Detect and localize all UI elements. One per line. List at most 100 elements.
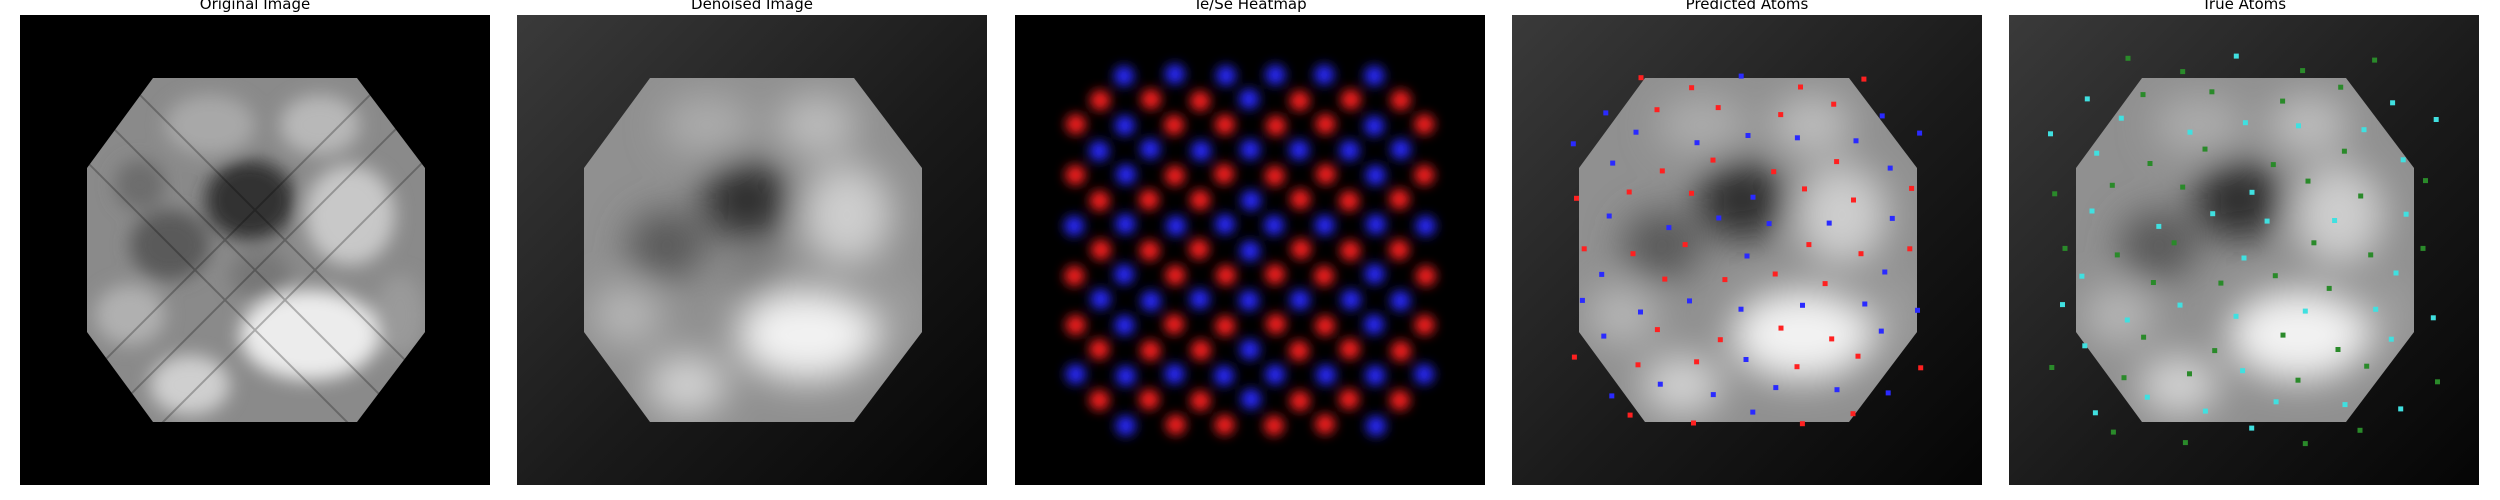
- predicted-atom-marker: [1682, 242, 1688, 248]
- predicted-atom-marker: [1915, 307, 1920, 313]
- predicted-atom-marker: [1778, 112, 1784, 118]
- heatmap-se-spot: [1239, 290, 1259, 311]
- true-atom-marker: [2218, 280, 2224, 286]
- predicted-atom-marker: [1907, 246, 1913, 252]
- heatmap-se-spot: [1114, 115, 1135, 136]
- true-atom-marker: [2249, 189, 2255, 195]
- true-atom-marker: [2118, 115, 2124, 121]
- true-atom-marker: [2264, 218, 2270, 224]
- heatmap-te-spot: [1315, 164, 1336, 185]
- true-atom-marker: [2209, 89, 2215, 95]
- true-atom-marker: [2280, 98, 2286, 104]
- predicted-atom-marker: [1800, 302, 1805, 308]
- predicted-atom-marker: [1689, 85, 1695, 91]
- predicted-atom-marker: [1745, 133, 1751, 138]
- predicted-atom-marker: [1772, 271, 1778, 277]
- heatmap-te-spot: [1139, 389, 1160, 410]
- heatmap-te-spot: [1339, 191, 1360, 211]
- heatmap-se-spot: [1140, 291, 1161, 311]
- true-atom-marker: [2338, 84, 2344, 90]
- true-atom-marker: [2124, 317, 2130, 323]
- predicted-atom-marker: [1609, 393, 1615, 399]
- heatmap-te-spot: [1139, 189, 1159, 210]
- predicted-atom-marker: [1855, 353, 1861, 359]
- heatmap-se-spot: [1214, 365, 1234, 386]
- true-atom-marker: [2326, 285, 2332, 291]
- true-atom-marker: [2242, 120, 2248, 126]
- true-atom-marker: [2052, 191, 2058, 197]
- predicted-atom-marker: [1834, 159, 1840, 165]
- predicted-atom-marker: [1806, 242, 1812, 248]
- true-atom-marker: [2156, 223, 2162, 229]
- heatmap-te-spot: [1190, 189, 1211, 210]
- true-atom-marker: [2141, 334, 2147, 340]
- heatmap-te-spot: [1266, 314, 1286, 334]
- heatmap-se-spot: [1414, 364, 1435, 385]
- true-atom-marker: [2049, 365, 2055, 370]
- predicted-atom-marker: [1862, 301, 1868, 307]
- heatmap-te-spot: [1215, 316, 1236, 336]
- heatmap-te-spot: [1140, 340, 1161, 361]
- predicted-atom-marker: [1691, 420, 1696, 426]
- heatmap-se-spot: [1364, 116, 1385, 136]
- predicted-atom-marker: [1581, 246, 1587, 252]
- predicted-atom-marker: [1861, 76, 1867, 82]
- true-atom-marker: [2332, 218, 2338, 223]
- true-atom-marker: [2202, 146, 2208, 152]
- predicted-atom-marker: [1771, 169, 1777, 175]
- true-atom-marker: [2121, 375, 2127, 381]
- true-atom-marker: [2110, 429, 2116, 435]
- true-atom-marker: [2302, 308, 2308, 314]
- heatmap-se-spot: [1216, 65, 1236, 86]
- true-atom-marker: [2433, 117, 2439, 122]
- true-atoms-panel: True Atoms: [2009, 0, 2479, 485]
- predicted-atom-marker: [1627, 412, 1633, 418]
- predicted-atom-marker: [1889, 215, 1895, 221]
- true-atom-marker: [2393, 270, 2399, 276]
- predicted-atom-marker: [1794, 135, 1800, 141]
- true-atom-marker: [2180, 69, 2186, 75]
- heatmap-te-spot: [1414, 114, 1435, 135]
- true-atom-marker: [2147, 161, 2153, 166]
- predicted-atom-marker: [1579, 297, 1585, 303]
- predicted-atom-marker: [1750, 409, 1756, 415]
- predicted-atom-marker: [1834, 387, 1840, 393]
- heatmap-te-spot: [1290, 189, 1311, 210]
- heatmap-se-spot: [1241, 389, 1261, 409]
- true-atom-marker: [2388, 336, 2394, 342]
- heatmap-te-spot: [1065, 114, 1086, 135]
- original-image: [20, 15, 490, 485]
- predicted-atom-marker: [1885, 390, 1891, 396]
- true-atom-marker: [2372, 57, 2378, 63]
- predicted-atom-marker: [1794, 364, 1800, 370]
- heatmap-te-spot: [1264, 166, 1285, 186]
- heatmap-te-spot: [1339, 339, 1360, 359]
- predicted-atom-marker: [1878, 328, 1884, 334]
- heatmap-se-spot: [1365, 214, 1386, 235]
- true-atom-marker: [2335, 347, 2341, 352]
- true-atom-marker: [2403, 211, 2409, 217]
- heatmap-se-spot: [1115, 415, 1136, 436]
- true-atom-marker: [2311, 240, 2317, 246]
- heatmap-te-spot: [1089, 190, 1110, 211]
- true-atom-marker: [2202, 408, 2208, 414]
- true-atom-marker: [2364, 363, 2370, 369]
- predicted-atom-marker: [1659, 168, 1665, 174]
- predicted-atom-marker: [1603, 110, 1609, 116]
- predicted-atom-marker: [1666, 225, 1672, 231]
- heatmap-se-spot: [1114, 315, 1135, 336]
- predicted-atom-marker: [1710, 392, 1716, 398]
- true-atom-marker: [2341, 148, 2347, 154]
- true-atom-marker: [2296, 123, 2301, 129]
- predicted-atom-marker: [1798, 84, 1803, 90]
- predicted-atom-marker: [1662, 276, 1668, 282]
- heatmap-se-spot: [1191, 140, 1211, 161]
- true-atom-marker: [2089, 208, 2095, 214]
- predicted-atom-marker: [1887, 165, 1893, 171]
- heatmap-se-spot: [1115, 366, 1136, 386]
- predicted-atom-marker: [1744, 253, 1750, 259]
- heatmap-te-spot: [1265, 264, 1285, 285]
- heatmap-te-spot: [1214, 114, 1235, 135]
- predicted-atom-marker: [1571, 354, 1577, 360]
- heatmap-se-spot: [1114, 264, 1135, 285]
